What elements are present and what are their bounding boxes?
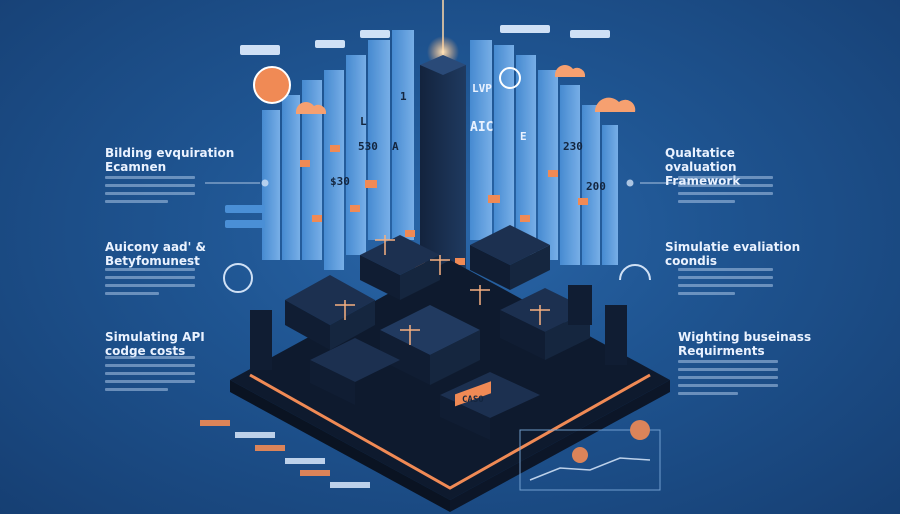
gauge-icon [223, 263, 253, 293]
data-towers [262, 30, 618, 270]
connector-lines [205, 179, 690, 187]
tower-label-30: $30 [330, 175, 350, 188]
bottom-right-chart [519, 420, 661, 491]
platform-trim [249, 373, 651, 490]
right-panel-1-text [678, 176, 773, 208]
cloud-icon-3 [595, 97, 636, 112]
tower-label-530: 530 [358, 140, 378, 153]
clock-icon [253, 66, 291, 104]
server-blocks [250, 225, 627, 440]
cloud-icon [296, 102, 327, 114]
balance-scale-icons [335, 235, 550, 345]
tower-label-1: 1 [400, 90, 407, 103]
label-chip [240, 45, 280, 55]
left-panel-2-title: Auicony aad' &Betyfomunest [105, 240, 206, 268]
bottom-left-chart [200, 420, 370, 488]
base-tag: CASO [462, 395, 484, 405]
tower-label-200: 200 [586, 180, 606, 193]
central-tower [420, 65, 466, 275]
arc-icon [619, 264, 651, 281]
tower-label-e: E [520, 130, 527, 143]
lightbulb-icon [499, 67, 521, 89]
tower-label-230: 230 [563, 140, 583, 153]
left-panel-1-text [105, 176, 195, 208]
left-panel-3-text [105, 356, 195, 396]
tower-label-lvp: LVP [472, 82, 492, 95]
tower-label-aic: AIC [470, 120, 494, 135]
tower-label-a: A [392, 140, 399, 153]
right-panel-2-text [678, 268, 773, 300]
right-panel-3-text [678, 360, 778, 400]
left-panel-2-text [105, 268, 195, 300]
tower-label-l: L [360, 115, 367, 128]
cloud-icon-2 [555, 65, 586, 77]
